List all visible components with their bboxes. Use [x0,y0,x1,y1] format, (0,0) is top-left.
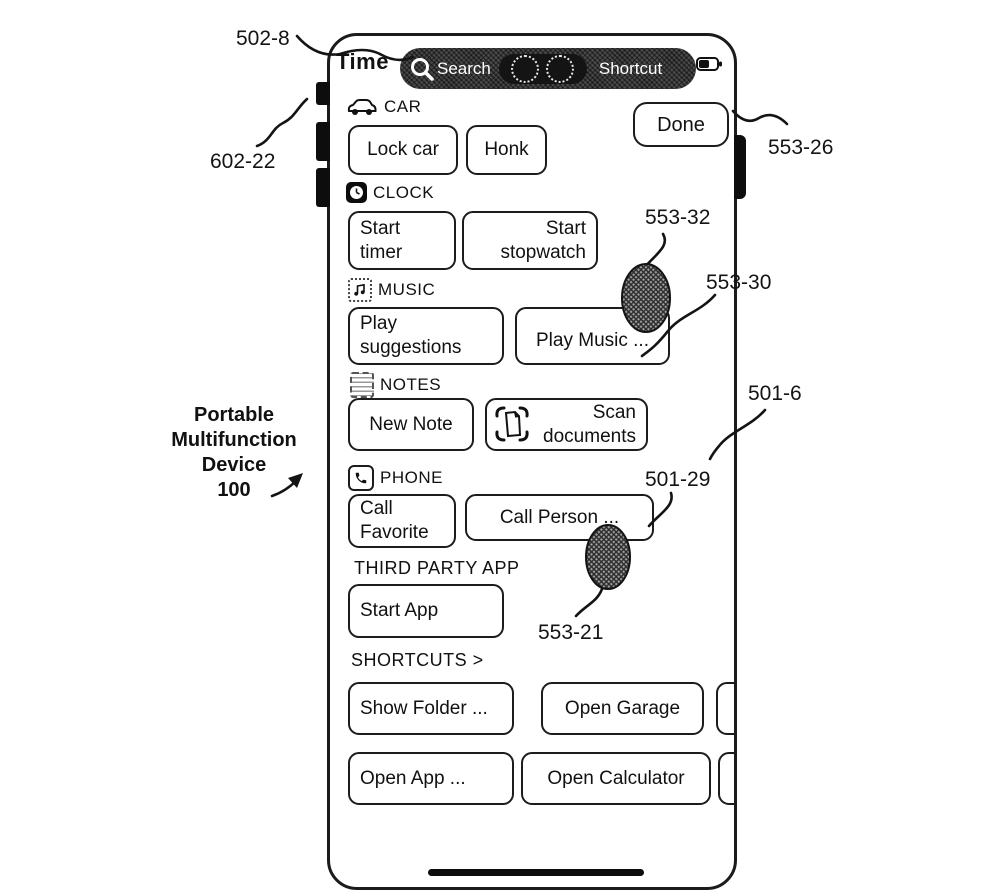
start-timer-button[interactable]: Start timer [348,211,456,270]
home-indicator[interactable] [428,869,644,876]
section-header-third-party: THIRD PARTY APP [354,558,520,579]
section-label: SHORTCUTS > [351,650,484,670]
callout-501-6: 501-6 [748,382,802,405]
status-time: Time [336,49,389,74]
section-label: CLOCK [373,182,435,202]
callout-501-29: 501-29 [645,468,711,491]
shortcut-button-partial-2[interactable] [718,752,734,805]
start-stopwatch-button[interactable]: Start stopwatch [462,211,598,270]
callout-553-26: 553-26 [768,136,834,159]
shortcut-circle-icon [546,54,575,83]
open-app-button[interactable]: Open App ... [348,752,514,805]
search-icon [411,57,434,81]
scan-documents-button[interactable]: Scan documents [485,398,648,451]
play-suggestions-button[interactable]: Play suggestions [348,307,504,365]
callout-553-32: 553-32 [645,206,711,229]
open-garage-button[interactable]: Open Garage [541,682,704,735]
car-icon [347,99,377,115]
section-header-clock: CLOCK [346,182,434,203]
notes-icon [350,372,374,398]
callout-553-30: 553-30 [706,271,772,294]
call-person-button[interactable]: Call Person ... [465,494,654,541]
section-label: THIRD PARTY APP [354,558,520,578]
start-app-button[interactable]: Start App [348,584,504,638]
callout-602-22: 602-22 [210,150,276,173]
call-favorite-button[interactable]: Call Favorite [348,494,456,548]
new-note-button[interactable]: New Note [348,398,474,451]
section-header-music: MUSIC [348,278,435,302]
side-button-power[interactable] [734,135,746,199]
lead-line-602-22 [255,97,309,148]
shortcut-button-partial-1[interactable] [716,682,734,735]
battery-icon [696,57,722,71]
clock-icon [346,182,367,203]
done-button[interactable]: Done [633,102,729,147]
search-placeholder: Search [437,58,491,78]
side-button-volume-up[interactable] [316,122,330,161]
section-header-phone: PHONE [348,465,443,491]
music-note-icon [348,278,372,302]
section-label: CAR [384,97,422,116]
phone-icon [348,465,374,491]
lead-line-553-26 [731,109,789,126]
scan-document-icon [495,406,529,442]
show-folder-button[interactable]: Show Folder ... [348,682,514,735]
device-reference-label: Portable Multifunction Device 100 [171,404,297,501]
callout-502-8: 502-8 [236,27,290,50]
portable-multifunction-device: Time Search Shortcut Done [316,33,746,890]
shortcut-label: Shortcut [598,58,663,78]
open-calculator-button[interactable]: Open Calculator [521,752,711,805]
section-label: NOTES [380,375,442,394]
section-header-notes: NOTES [350,372,441,398]
search-bar[interactable]: Search Shortcut [400,48,696,89]
callout-553-21: 553-21 [538,621,604,644]
section-label: PHONE [380,468,443,487]
shortcut-toggle[interactable] [498,53,587,84]
section-header-shortcuts[interactable]: SHORTCUTS > [351,650,484,671]
shortcut-circle-icon [511,54,540,83]
play-music-button[interactable]: Play Music ... [515,307,670,365]
lock-car-button[interactable]: Lock car [348,125,458,175]
side-button-mute[interactable] [316,82,330,105]
side-button-volume-down[interactable] [316,168,330,207]
section-label: MUSIC [378,280,436,299]
section-header-car: CAR [346,97,421,117]
honk-button[interactable]: Honk [466,125,547,175]
